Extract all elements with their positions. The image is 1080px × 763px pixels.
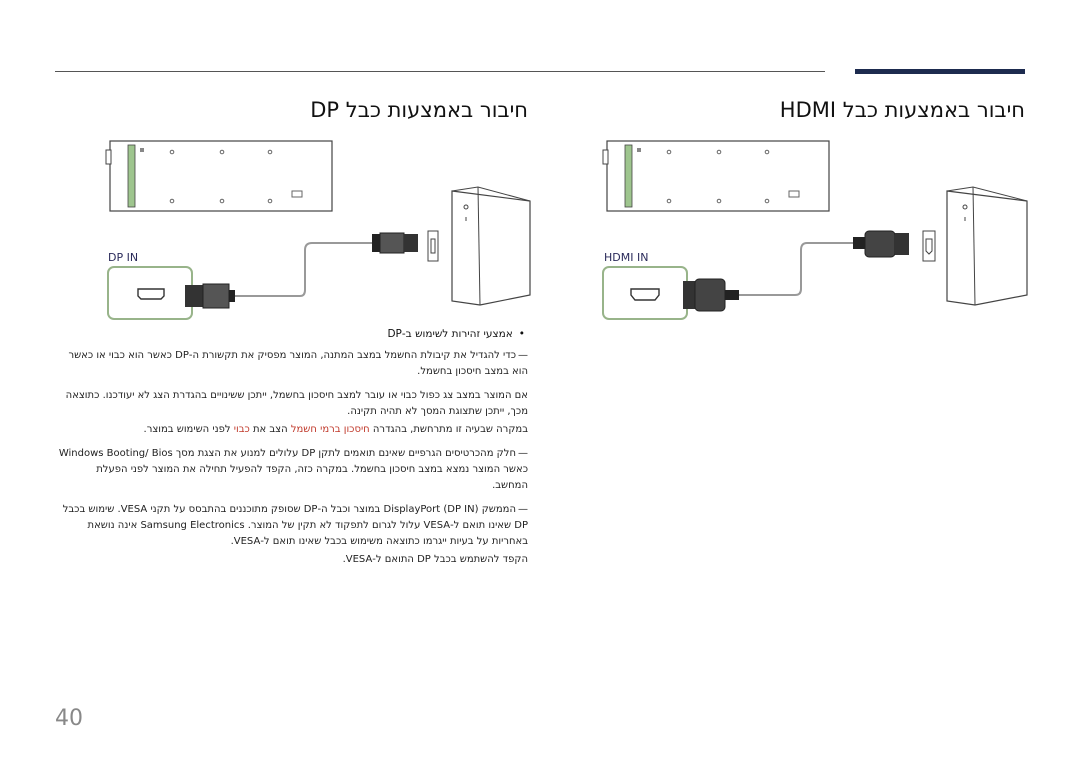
dp-precautions-heading: אמצעי זהירות לשימוש ב-DP <box>387 328 525 340</box>
note-6: הקפד להשתמש בכבל DP התואם ל-VESA. <box>342 554 528 565</box>
hdmi-port-label: HDMI IN <box>604 251 649 264</box>
off-setting-value: כבוי <box>233 424 250 435</box>
note-1: —כדי להגדיל את קיבולת החשמל במצב המתנה, … <box>68 350 528 377</box>
dp-connection-diagram <box>105 140 531 320</box>
hdmi-connection-diagram <box>602 140 1028 320</box>
note-5: —הממשק DisplayPort (DP IN) במוצר וכבל ה-… <box>62 504 528 547</box>
heading-dp: חיבור באמצעות כבל DP <box>310 98 528 122</box>
notes-block: —כדי להגדיל את קיבולת החשמל במצב המתנה, … <box>58 348 528 576</box>
header-accent-bar <box>855 69 1025 74</box>
note-2: אם המוצר במצב צג כפול כבוי או עובר למצב … <box>65 390 528 417</box>
note-3: במקרה שבעיה זו מתרחשת, בהגדרה חיסכון ברמ… <box>143 424 528 435</box>
dp-port-label: DP IN <box>108 251 139 264</box>
note-4: —חלק מהכרטיסים הגרפיים שאינם תואמים לתקן… <box>58 448 528 491</box>
page-number: 40 <box>55 706 83 731</box>
header-rule <box>55 71 825 72</box>
heading-hdmi: חיבור באמצעות כבל HDMI <box>779 98 1025 122</box>
power-saving-setting-name: חיסכון ברמי חשמל <box>290 424 370 435</box>
